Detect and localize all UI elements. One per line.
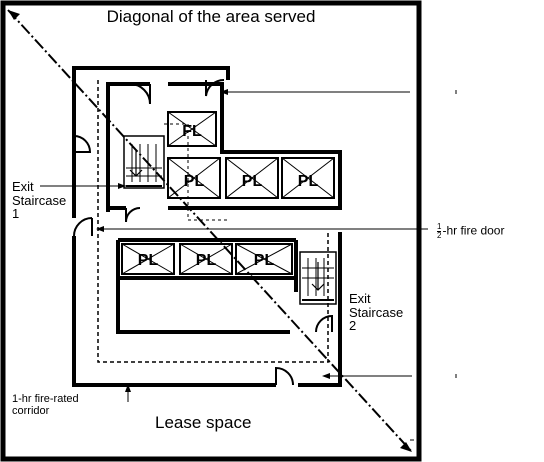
area-served-boundary: [0, 0, 422, 462]
exit-staircase-1-line3: 1: [12, 206, 20, 222]
exit-staircase-2-label: Exit Staircase 2: [349, 292, 403, 333]
fire-door-text: -hr fire door: [442, 223, 505, 238]
lease-space-label: Lease space: [155, 413, 252, 432]
doors: [73, 78, 333, 386]
exit-staircase-1-line2: Staircase: [12, 192, 67, 208]
exit-staircase-1-label: Exit Staircase 1: [12, 180, 66, 221]
corridor-line1: 1-hr fire-rated: [12, 393, 79, 405]
corridor-outer-walls: [72, 66, 342, 387]
corridor-dashed-path: [97, 80, 329, 363]
tick-marks: [410, 90, 457, 441]
corridor-line2: corridor: [12, 404, 50, 417]
room-label-pl-top-3: PL: [298, 173, 319, 190]
exit-staircase-2-line1: Exit: [349, 291, 371, 306]
leader-arrowheads: [96, 89, 330, 392]
fire-door-fraction-num: 1: [437, 222, 442, 231]
fire-door-label: 1 2 -hr fire door: [437, 223, 504, 240]
pl-shafts-bottom: [121, 243, 293, 275]
room-label-pl-bottom-2: PL: [196, 252, 217, 269]
staircase-dashed-link: [164, 123, 228, 221]
core-walls: [106, 82, 342, 334]
room-label-pl-top-2: PL: [242, 173, 263, 190]
fire-door-fraction-den: 2: [437, 231, 442, 240]
exit-staircase-1-stair: [123, 135, 165, 189]
corridor-label: 1-hr fire-rated corridor: [12, 393, 79, 417]
exit-staircase-2-stair: [299, 251, 337, 305]
fl-shaft: [167, 111, 217, 147]
exit-staircase-1-line1: Exit: [12, 179, 34, 194]
fire-door-fraction: 1 2: [437, 222, 442, 240]
pl-shafts-top: [167, 157, 335, 199]
room-label-fl: FL: [182, 123, 202, 140]
room-label-pl-bottom-3: PL: [254, 252, 275, 269]
room-label-pl-top-1: PL: [184, 173, 205, 190]
diagonal-arrowheads: [8, 10, 412, 452]
exit-staircase-2-line3: 2: [349, 318, 357, 334]
diagram-title: Diagonal of the area served: [106, 7, 316, 26]
room-label-pl-bottom-1: PL: [138, 252, 159, 269]
exit-staircase-2-line2: Staircase: [349, 304, 404, 320]
leader-lines: [40, 91, 428, 402]
